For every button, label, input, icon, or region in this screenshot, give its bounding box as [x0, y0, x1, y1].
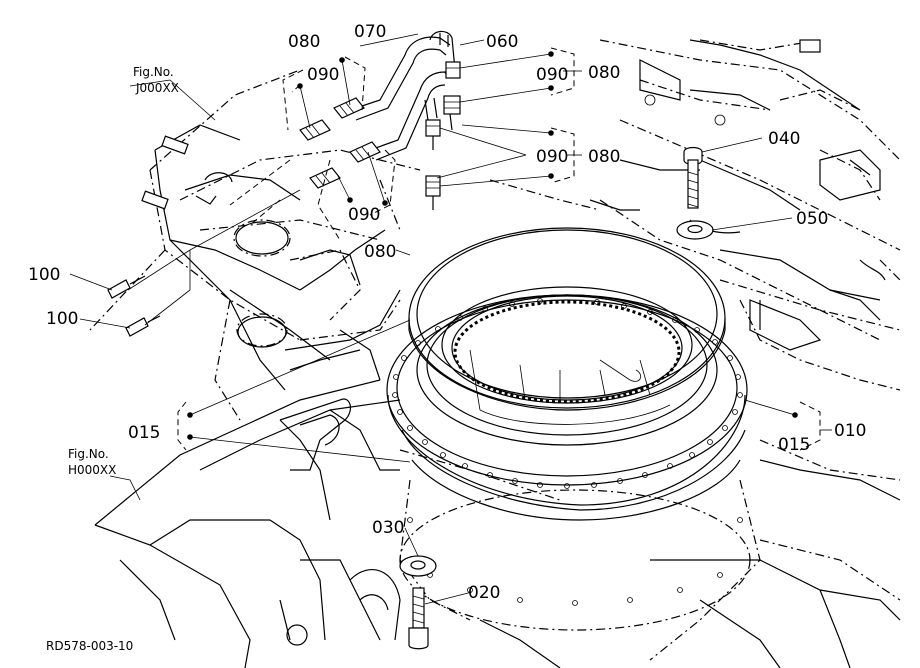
washer-050 — [676, 220, 714, 240]
label-080-top: 080 — [288, 32, 320, 52]
brackets — [177, 47, 832, 451]
bolt-040 — [683, 146, 703, 209]
label-015-right: 015 — [778, 435, 810, 455]
label-070: 070 — [354, 22, 386, 42]
label-015-left: 015 — [128, 423, 160, 443]
fittings-090 — [299, 61, 461, 210]
drawing-code: RD578-003-10 — [46, 639, 133, 653]
frame-phantom — [89, 39, 901, 661]
label-090-right-upper: 090 — [536, 65, 568, 85]
label-090-left-lower: 090 — [348, 205, 380, 225]
figure-reference-lower: Fig.No. H000XX — [68, 447, 116, 477]
grease-nipples-100 — [107, 275, 161, 337]
fig-ref-upper-line1: Fig.No. — [133, 65, 174, 79]
label-050: 050 — [796, 209, 828, 229]
label-060: 060 — [486, 32, 518, 52]
swing-bearing — [386, 227, 748, 606]
fig-ref-lower-line1: Fig.No. — [68, 447, 109, 461]
label-040: 040 — [768, 129, 800, 149]
leader-lines — [69, 33, 796, 605]
label-020: 020 — [468, 583, 500, 603]
label-080-right-lower: 080 — [588, 147, 620, 167]
phantom-leaders — [229, 159, 291, 226]
label-100-upper: 100 — [28, 265, 60, 285]
bolt-020 — [408, 587, 429, 650]
figure-reference-upper: Fig.No. J000XX — [133, 65, 179, 95]
callout-dots — [187, 51, 798, 440]
label-010: 010 — [834, 421, 866, 441]
label-030: 030 — [372, 518, 404, 538]
label-080-center: 080 — [364, 242, 396, 262]
fig-ref-upper-line2: J000XX — [135, 81, 179, 95]
label-090-right-lower: 090 — [536, 147, 568, 167]
washer-030 — [399, 555, 437, 577]
label-090-left-upper: 090 — [307, 65, 339, 85]
bolt-holes — [392, 298, 743, 606]
label-080-right-upper: 080 — [588, 63, 620, 83]
hydraulic-pipe-070 — [349, 30, 456, 161]
label-100-lower: 100 — [46, 309, 78, 329]
fig-ref-lower-line2: H000XX — [68, 463, 116, 477]
right-frame — [589, 39, 886, 351]
base-frame — [94, 379, 901, 668]
upper-frame — [141, 124, 401, 391]
